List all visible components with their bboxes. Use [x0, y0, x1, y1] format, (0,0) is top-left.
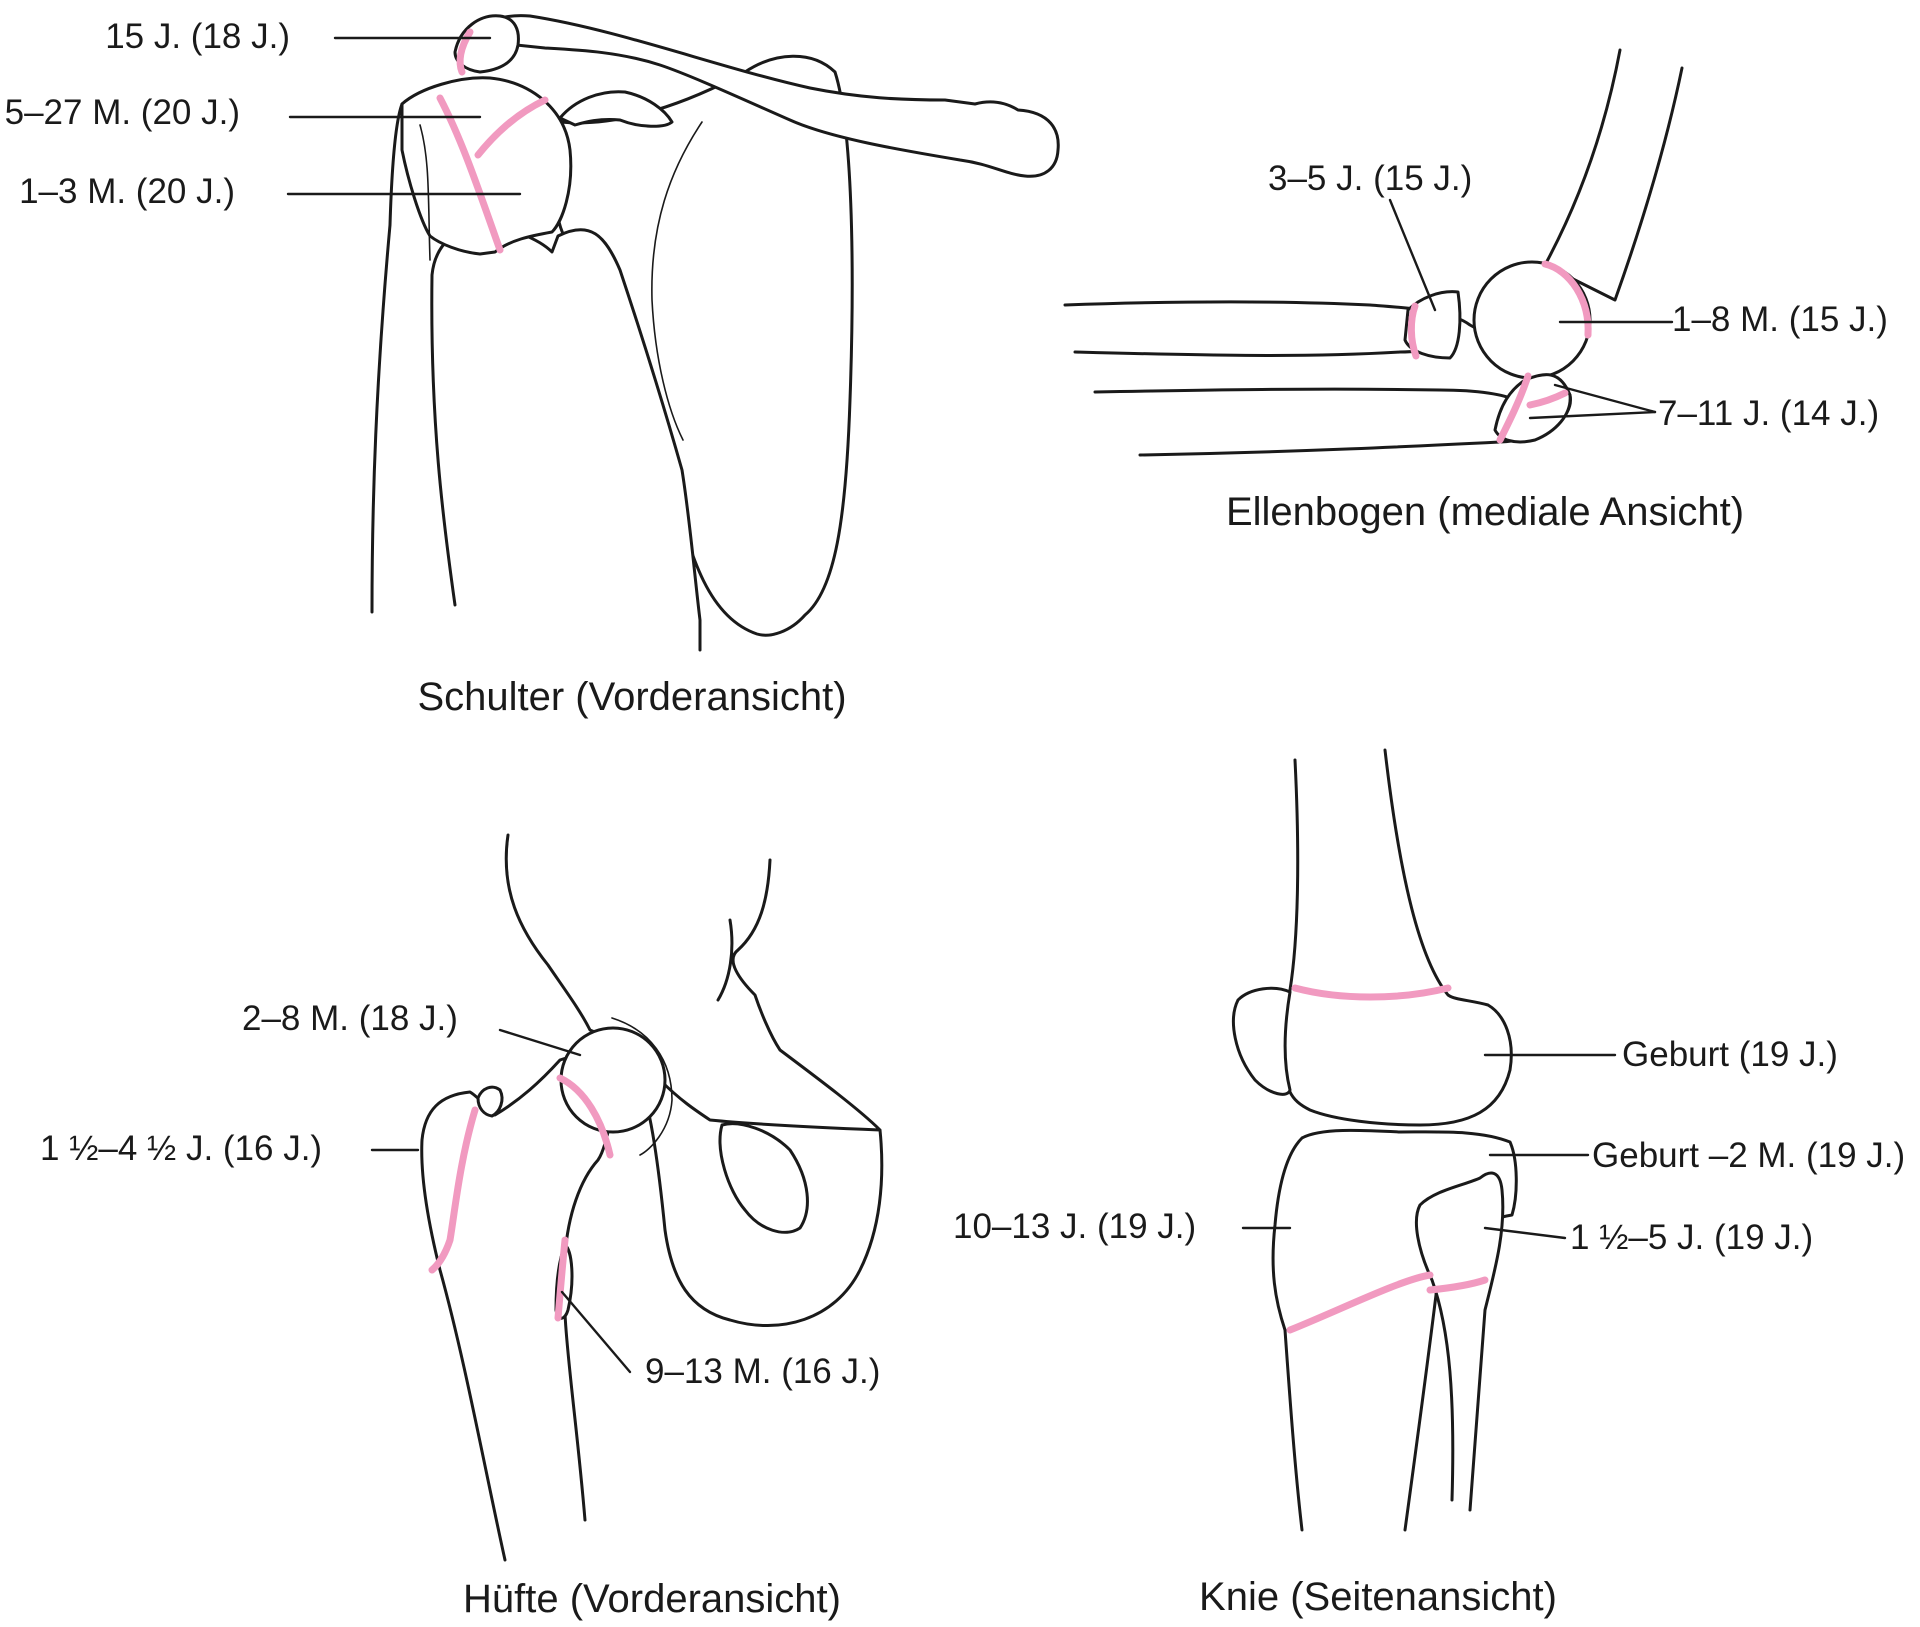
leader-line-epicondyle-b [1528, 410, 1657, 420]
growth-plate-radial-head [1407, 302, 1420, 360]
humerus-inner-line [419, 124, 431, 261]
clavicle [466, 14, 1060, 178]
growth-plate-condyle [1541, 260, 1592, 339]
label-tibial-tuberosity: Geburt –2 M. (19 J.) [1592, 1136, 1905, 1175]
leader-line-epicondyle-a [1553, 383, 1657, 414]
growth-plate-humerus-main [436, 94, 504, 254]
knee-femur [1280, 748, 1513, 1127]
growth-plate-acromion [456, 28, 474, 76]
growth-plate-humerus-branch [474, 96, 549, 159]
patella [1231, 986, 1292, 1096]
growth-plate-epicondyle-2 [1526, 389, 1569, 409]
leader-line-femoral-head [498, 1028, 582, 1057]
label-fibula: 1 ½–5 J. (19 J.) [1570, 1218, 1813, 1257]
label-proximal-tibia: 10–13 J. (19 J.) [953, 1207, 1196, 1246]
label-acromion: 15 J. (18 J.) [105, 17, 290, 56]
label-tubercle: 1–3 M. (20 J.) [19, 172, 235, 211]
label-condyle: 1–8 M. (15 J.) [1672, 300, 1888, 339]
scapula-spine-line [651, 121, 703, 441]
label-distal-femur: Geburt (19 J.) [1622, 1035, 1838, 1074]
femoral-head [559, 1026, 667, 1134]
hip-panel: 2–8 M. (18 J.) 1 ½–4 ½ J. (16 J.) 9–13 M… [40, 833, 884, 1621]
leader-line-lesser-trochanter [560, 1290, 632, 1374]
coracoid-process [558, 90, 674, 128]
obturator-foramen [718, 1122, 809, 1234]
greater-trochanter [476, 1085, 504, 1118]
label-epicondyle: 7–11 J. (14 J.) [1658, 394, 1879, 433]
femur [420, 1054, 617, 1562]
caption-hip: Hüfte (Vorderansicht) [463, 1577, 841, 1621]
leader-line-radial-head [1388, 198, 1437, 312]
growth-plate-greater-trochanter [428, 1106, 479, 1274]
growth-plate-epicondyle [1496, 372, 1532, 444]
label-lesser-trochanter: 9–13 M. (16 J.) [645, 1352, 880, 1391]
growth-plate-distal-femur [1291, 984, 1452, 1001]
elbow-humerus [1543, 48, 1684, 302]
growth-plate-proximal-tibia [1286, 1271, 1434, 1334]
growth-plate-lesser-trochanter [554, 1236, 569, 1322]
acetabulum-rim [611, 1017, 673, 1156]
knee-panel: Geburt (19 J.) Geburt –2 M. (19 J.) 10–1… [953, 748, 1905, 1619]
fibula [1414, 1171, 1505, 1512]
label-humeral-head: 5–27 M. (20 J.) [5, 93, 240, 132]
caption-elbow: Ellenbogen (mediale Ansicht) [1226, 490, 1744, 534]
growth-plate-fibula [1426, 1276, 1489, 1294]
elbow-panel: 3–5 J. (15 J.) 1–8 M. (15 J.) 7–11 J. (1… [1063, 48, 1888, 534]
caption-knee: Knie (Seitenansicht) [1199, 1575, 1557, 1619]
medial-epicondyle [1493, 373, 1572, 444]
label-radial-head: 3–5 J. (15 J.) [1268, 159, 1472, 198]
growth-plate-femoral-head [556, 1074, 614, 1159]
leader-line-fibula [1483, 1226, 1567, 1240]
forearm-lower-edge [1093, 387, 1517, 402]
caption-shoulder: Schulter (Vorderansicht) [417, 675, 846, 719]
label-femoral-head: 2–8 M. (18 J.) [242, 999, 458, 1038]
label-greater-trochanter: 1 ½–4 ½ J. (16 J.) [40, 1129, 322, 1168]
shoulder-panel: 15 J. (18 J.) 5–27 M. (20 J.) 1–3 M. (20… [5, 14, 1060, 719]
